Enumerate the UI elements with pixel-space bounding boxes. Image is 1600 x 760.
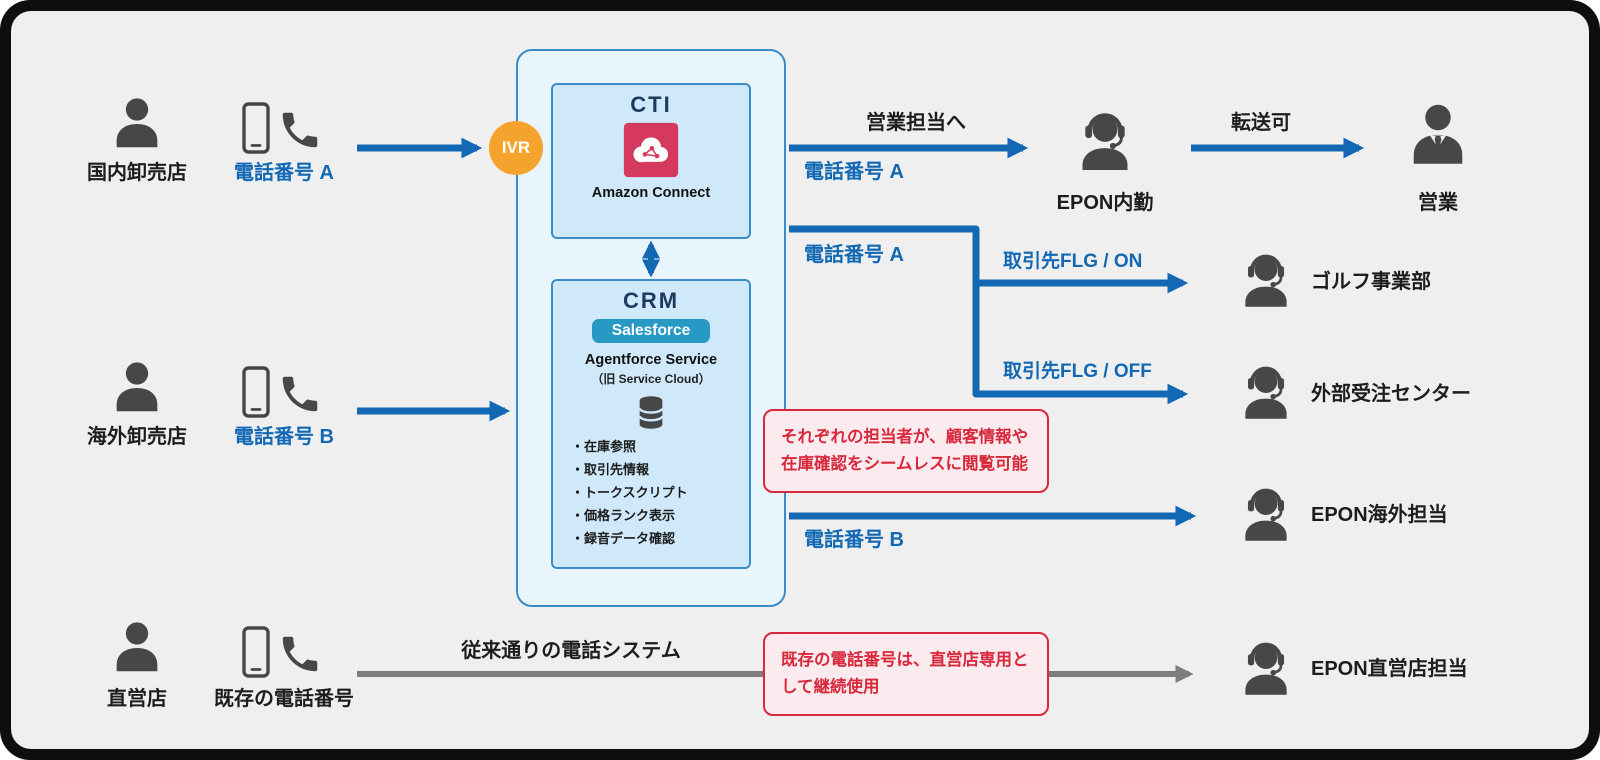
epon-overseas-label: EPON海外担当	[1311, 504, 1448, 526]
operator-headset-icon	[1233, 249, 1299, 315]
epon-direct-store-label: EPON直営店担当	[1311, 658, 1468, 680]
legacy-system-label: 従来通りの電話システム	[461, 640, 681, 662]
flag-on-label: 取引先FLG / ON	[1003, 251, 1143, 272]
crm-feature-item: ・価格ランク表示	[571, 508, 676, 523]
transferable-label: 転送可	[1231, 112, 1291, 134]
existing-phone-label: 既存の電話番号	[214, 688, 354, 710]
crm-note-line2: 在庫確認をシームレスに閲覧可能	[781, 455, 1029, 474]
crm-feature-item: ・録音データ確認	[571, 531, 676, 546]
person-icon	[106, 93, 168, 155]
phone-b-label: 電話番号 B	[234, 426, 334, 448]
crm-feature-item: ・在庫参照	[571, 439, 637, 454]
crm-feature-item: ・取引先情報	[571, 462, 650, 477]
crm-box: CRM Salesforce Agentforce Service （旧 Ser…	[551, 279, 751, 569]
route-flag-phone-label: 電話番号 A	[804, 244, 904, 266]
epon-inside-sales-label: EPON内勤	[1056, 192, 1154, 214]
database-icon	[634, 394, 668, 431]
person-icon	[106, 357, 168, 419]
salesforce-badge: Salesforce	[591, 319, 711, 343]
caller-overseas-label: 海外卸売店	[87, 426, 187, 448]
mobile-phone-icon	[239, 625, 273, 679]
operator-headset-icon	[1069, 107, 1141, 179]
route-sales-phone-label: 電話番号 A	[804, 161, 904, 183]
legacy-note-callout: 既存の電話番号は、直営店専用と して継続使用	[763, 632, 1049, 716]
phone-a-label: 電話番号 A	[234, 162, 334, 184]
cti-product-label: Amazon Connect	[591, 185, 711, 201]
crm-service-sub: （旧 Service Cloud）	[591, 372, 711, 386]
route-overseas-phone-label: 電話番号 B	[804, 529, 904, 551]
crm-note-callout: それぞれの担当者が、顧客情報や 在庫確認をシームレスに閲覧可能	[763, 409, 1049, 493]
flag-off-label: 取引先FLG / OFF	[1003, 361, 1152, 382]
operator-headset-icon	[1233, 361, 1299, 427]
handset-icon	[277, 107, 323, 153]
legacy-note-line1: 既存の電話番号は、直営店専用と	[781, 651, 1029, 669]
cti-title: CTI	[630, 92, 672, 117]
mobile-phone-icon	[239, 101, 273, 155]
golf-division-label: ゴルフ事業部	[1311, 271, 1431, 293]
caller-direct-store-label: 直営店	[107, 688, 167, 710]
cti-box: CTI Ama	[551, 83, 751, 239]
mobile-phone-icon	[239, 365, 273, 419]
handset-icon	[277, 631, 323, 677]
diagram-canvas: CTI Ama	[11, 11, 1589, 749]
to-sales-rep-label: 営業担当へ	[866, 112, 966, 134]
ivr-badge: IVR	[489, 121, 543, 175]
crm-feature-list: ・在庫参照 ・取引先情報 ・トークスクリプト ・価格ランク表示 ・録音データ確認	[553, 431, 749, 550]
sales-label: 営業	[1418, 192, 1458, 214]
legacy-note-line2: して継続使用	[781, 678, 880, 697]
crm-service-name: Agentforce Service	[584, 352, 718, 368]
business-person-icon	[1401, 99, 1475, 173]
crm-title: CRM	[622, 288, 680, 313]
handset-icon	[277, 371, 323, 417]
amazon-connect-icon	[623, 122, 679, 178]
external-order-center-label: 外部受注センター	[1311, 383, 1471, 405]
crm-feature-item: ・トークスクリプト	[571, 485, 688, 500]
crm-note-line1: それぞれの担当者が、顧客情報や	[781, 428, 1029, 446]
caller-domestic-label: 国内卸売店	[87, 162, 187, 184]
person-icon	[106, 617, 168, 679]
operator-headset-icon	[1233, 637, 1299, 703]
operator-headset-icon	[1233, 483, 1299, 549]
